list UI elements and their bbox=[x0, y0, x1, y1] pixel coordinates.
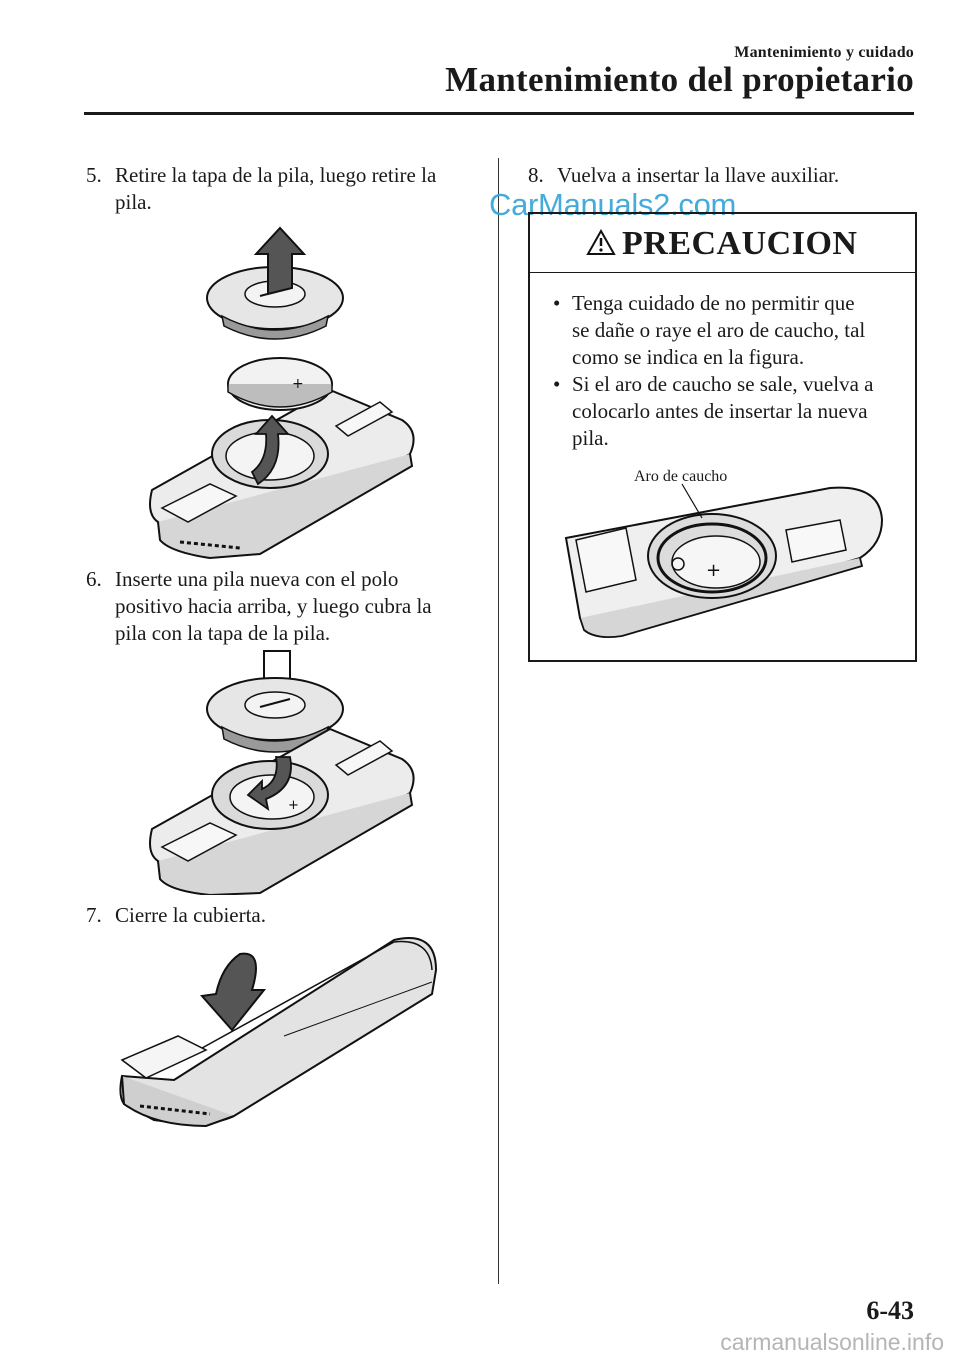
caution-bullet-2: • Si el aro de caucho se sale, vuelva a … bbox=[550, 371, 901, 452]
warning-triangle-icon bbox=[586, 228, 616, 261]
caution-bullet-2-line-1: Si el aro de caucho se sale, vuelva a bbox=[572, 372, 874, 396]
step-7-line-1: Cierre la cubierta. bbox=[115, 903, 266, 927]
curved-arrow-icon bbox=[246, 756, 292, 812]
step-5-line-1: Retire la tapa de la pila, luego retire … bbox=[115, 163, 437, 187]
step-8-line-1: Vuelva a insertar la llave auxiliar. bbox=[557, 163, 840, 187]
step-6-line-1: Inserte una pila nueva con el polo bbox=[115, 567, 399, 591]
step-8-number: 8. bbox=[528, 163, 544, 187]
caution-bullets: • Tenga cuidado de no permitir que se da… bbox=[550, 290, 901, 452]
caution-bullet-1-line-1: Tenga cuidado de no permitir que bbox=[572, 291, 855, 315]
up-arrow-icon bbox=[253, 226, 307, 296]
caution-bullet-1-line-2: se dañe o raye el aro de caucho, tal bbox=[572, 318, 866, 342]
figure-remove-cover: + bbox=[140, 222, 430, 562]
caution-header: PRECAUCION bbox=[530, 214, 915, 273]
curved-arrow-icon bbox=[200, 952, 267, 1032]
svg-text:+: + bbox=[292, 376, 304, 392]
step-6-line-2: positivo hacia arriba, y luego cubra la bbox=[115, 594, 432, 618]
caution-bullet-2-line-2: colocarlo antes de insertar la nueva bbox=[572, 399, 868, 423]
page-number: 6-43 bbox=[866, 1296, 914, 1325]
step-5: 5. Retire la tapa de la pila, luego reti… bbox=[86, 162, 476, 216]
caution-box: PRECAUCION • Tenga cuidado de no permiti… bbox=[528, 212, 917, 662]
caution-title: PRECAUCION bbox=[622, 225, 858, 262]
curved-arrow-icon bbox=[250, 414, 291, 486]
svg-text:+: + bbox=[288, 798, 299, 813]
svg-text:+: + bbox=[706, 560, 721, 581]
step-5-line-2: pila. bbox=[115, 190, 152, 214]
step-6-line-3: pila con la tapa de la pila. bbox=[115, 621, 331, 645]
footer-site: carmanualsonline.info bbox=[720, 1329, 944, 1355]
figure-label-rubber-ring: Aro de caucho bbox=[634, 468, 728, 485]
column-divider bbox=[498, 158, 499, 1284]
step-7-number: 7. bbox=[86, 903, 102, 927]
header-rule bbox=[84, 112, 914, 115]
key-fob-closed bbox=[119, 937, 438, 1128]
figure-close-cover bbox=[114, 930, 444, 1130]
figure-insert-battery: + bbox=[140, 645, 430, 895]
key-fob-open: + bbox=[564, 483, 884, 639]
watermark: CarManuals2.com bbox=[489, 187, 737, 222]
battery-cap bbox=[206, 266, 344, 340]
step-6: 6. Inserte una pila nueva con el polo po… bbox=[86, 566, 476, 647]
caution-bullet-1-line-3: como se indica en la figura. bbox=[572, 345, 805, 369]
bullet-marker: • bbox=[553, 372, 561, 396]
key-fob-body bbox=[149, 388, 415, 560]
section-label: Mantenimiento y cuidado bbox=[734, 44, 914, 61]
step-7: 7. Cierre la cubierta. bbox=[86, 902, 476, 929]
page-title: Mantenimiento del propietario bbox=[445, 60, 914, 99]
figure-rubber-ring: + bbox=[560, 480, 890, 640]
caution-bullet-2-line-3: pila. bbox=[572, 426, 609, 450]
step-6-number: 6. bbox=[86, 567, 102, 591]
step-5-number: 5. bbox=[86, 163, 102, 187]
key-fob-body: + bbox=[149, 727, 415, 895]
coin-battery: + bbox=[227, 357, 333, 411]
step-8: 8. Vuelva a insertar la llave auxiliar. bbox=[528, 162, 928, 189]
battery-cap bbox=[206, 677, 344, 753]
caution-bullet-1: • Tenga cuidado de no permitir que se da… bbox=[550, 290, 901, 371]
bullet-marker: • bbox=[553, 291, 561, 315]
